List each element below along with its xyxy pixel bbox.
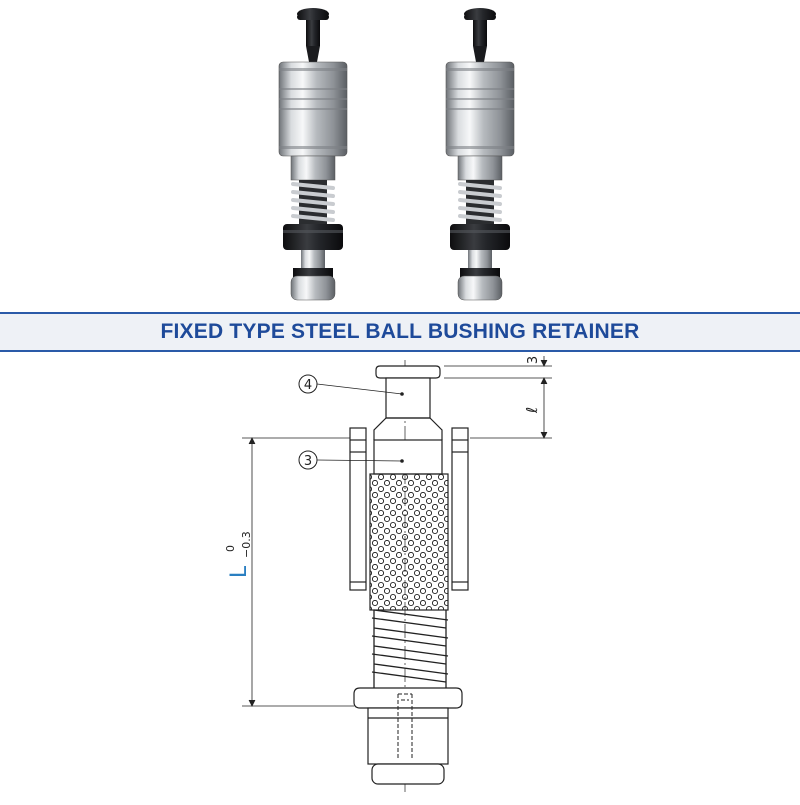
ball-bushing-retainer-photo-right bbox=[444, 6, 516, 302]
retainer-head bbox=[373, 365, 443, 440]
svg-text:−0.3: −0.3 bbox=[240, 531, 253, 558]
shank bbox=[367, 707, 449, 785]
ball-bushing-retainer-photo-left bbox=[277, 6, 349, 302]
ball-cage bbox=[369, 473, 449, 611]
dim-l-label: ℓ bbox=[523, 407, 541, 414]
svg-text:L: L bbox=[227, 565, 252, 578]
dim-top-label: 3 bbox=[526, 356, 541, 364]
technical-drawing: 4 3 3 ℓ bbox=[0, 350, 800, 800]
bushing-housing bbox=[349, 427, 469, 591]
svg-text:4: 4 bbox=[304, 378, 312, 393]
callout-3: 3 bbox=[298, 450, 404, 470]
svg-text:0: 0 bbox=[224, 545, 237, 552]
callout-4: 4 bbox=[298, 374, 404, 396]
collar bbox=[353, 687, 463, 709]
spring bbox=[371, 609, 449, 688]
inner-shaft bbox=[373, 439, 443, 475]
dim-L-label: L 0 −0.3 bbox=[224, 531, 253, 578]
title-banner: FIXED TYPE STEEL BALL BUSHING RETAINER bbox=[0, 312, 800, 352]
product-photos bbox=[0, 0, 800, 312]
hidden-hole bbox=[397, 693, 413, 760]
technical-drawing-svg: 4 3 3 ℓ bbox=[224, 356, 552, 792]
dimension-left bbox=[242, 437, 354, 707]
dimension-right bbox=[444, 356, 552, 439]
page-title: FIXED TYPE STEEL BALL BUSHING RETAINER bbox=[160, 320, 640, 343]
product-photos-svg bbox=[277, 6, 516, 302]
svg-text:3: 3 bbox=[304, 454, 312, 469]
